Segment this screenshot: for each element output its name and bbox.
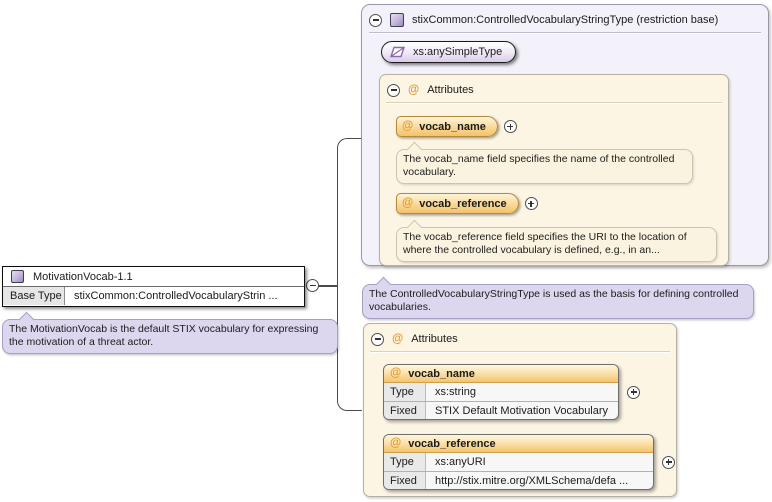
base-type-row: Base Type stixCommon:ControlledVocabular…: [3, 287, 304, 305]
attributes-group-title: Attributes: [427, 84, 474, 96]
complex-type-icon: [11, 270, 24, 283]
base-type-value: stixCommon:ControlledVocabularyStrin ...: [74, 290, 278, 302]
collapse-attributes-button[interactable]: [387, 83, 400, 97]
attribute-name: vocab_reference: [419, 197, 507, 210]
base-type-annotation-text: The ControlledVocabularyStringType is us…: [369, 288, 739, 313]
attribute-table-row: @ vocab_name Type xs:string Fixed STIX D…: [383, 364, 640, 420]
attribute-chip-vocab-reference[interactable]: @ vocab_reference: [396, 193, 519, 214]
base-type-pill[interactable]: xs:anySimpleType: [381, 41, 517, 63]
table-row: Type xs:anyURI: [384, 453, 653, 471]
element-node-title-row[interactable]: MotivationVocab-1.1: [3, 267, 304, 287]
simple-type-icon: [390, 46, 405, 58]
attribute-table-vocab-reference[interactable]: @ vocab_reference Type xs:anyURI Fixed h…: [383, 434, 654, 490]
row-label: Fixed: [384, 402, 426, 419]
base-type-pill-label: xs:anySimpleType: [413, 46, 503, 58]
attribute-table-header: @ vocab_name: [384, 365, 618, 383]
collapse-attributes-button[interactable]: [371, 332, 384, 346]
element-annotation-text: The MotivationVocab is the default STIX …: [9, 323, 319, 348]
attribute-at-icon: @: [408, 83, 420, 96]
attribute-at-icon: @: [390, 437, 402, 449]
row-label: Type: [384, 453, 426, 471]
attributes-group-header: @ Attributes: [387, 82, 474, 98]
row-label: Fixed: [384, 472, 426, 489]
restriction-panel-title: stixCommon:ControlledVocabularyStringTyp…: [412, 14, 719, 26]
attribute-annotation-text: The vocab_name field specifies the name …: [403, 153, 675, 178]
attribute-annotation: The vocab_reference field specifies the …: [396, 219, 717, 262]
row-value: STIX Default Motivation Vocabulary: [435, 404, 609, 417]
attribute-table-header: @ vocab_reference: [384, 435, 653, 453]
element-node[interactable]: MotivationVocab-1.1 Base Type stixCommon…: [2, 266, 305, 307]
expand-attribute-button[interactable]: [503, 120, 517, 133]
attribute-annotation-text: The vocab_reference field specifies the …: [403, 231, 687, 256]
table-row: Type xs:string: [384, 383, 618, 401]
row-label: Type: [384, 383, 426, 401]
attribute-table-row: @ vocab_reference Type xs:anyURI Fixed h…: [383, 434, 675, 490]
attribute-at-icon: @: [392, 332, 404, 345]
header-separator: [370, 351, 670, 352]
expand-attribute-button[interactable]: [662, 455, 675, 469]
row-value: http://stix.mitre.org/XMLSchema/defa ...: [435, 474, 629, 487]
inherited-attributes-group: @ Attributes @ vocab_name The vocab_name…: [379, 74, 729, 266]
attribute-name: vocab_name: [419, 120, 486, 133]
complex-type-icon: [390, 13, 404, 27]
connector-line: [318, 285, 338, 287]
element-annotation: The MotivationVocab is the default STIX …: [2, 311, 338, 354]
expand-attribute-button[interactable]: [524, 197, 538, 210]
base-type-annotation: The ControlledVocabularyStringType is us…: [362, 276, 754, 319]
row-value: xs:anyURI: [435, 456, 486, 468]
attribute-name: vocab_reference: [408, 437, 496, 450]
attribute-at-icon: @: [402, 120, 414, 132]
local-attributes-panel: @ Attributes @ vocab_name Type xs:string…: [363, 323, 677, 497]
header-separator: [369, 32, 761, 33]
header-separator: [386, 102, 722, 103]
table-row: Fixed STIX Default Motivation Vocabulary: [384, 401, 618, 419]
attribute-at-icon: @: [390, 367, 402, 379]
base-type-label: Base Type: [3, 287, 65, 305]
attributes-panel-header: @ Attributes: [371, 331, 458, 347]
attribute-annotation: The vocab_name field specifies the name …: [396, 141, 693, 184]
restriction-base-panel: stixCommon:ControlledVocabularyStringTyp…: [361, 4, 769, 266]
restriction-panel-header: stixCommon:ControlledVocabularyStringTyp…: [369, 12, 718, 28]
element-node-title: MotivationVocab-1.1: [33, 270, 133, 283]
attributes-panel-title: Attributes: [411, 333, 458, 345]
attribute-at-icon: @: [402, 197, 414, 209]
table-row: Fixed http://stix.mitre.org/XMLSchema/de…: [384, 471, 653, 489]
attribute-table-vocab-name[interactable]: @ vocab_name Type xs:string Fixed STIX D…: [383, 364, 619, 420]
connector-bracket: [337, 138, 362, 411]
attribute-row: @ vocab_name: [396, 116, 517, 137]
row-value: xs:string: [435, 386, 476, 398]
expand-attribute-button[interactable]: [627, 385, 640, 399]
collapse-connector-button[interactable]: [306, 279, 319, 292]
attribute-name: vocab_name: [408, 367, 475, 380]
collapse-panel-button[interactable]: [369, 13, 382, 27]
attribute-chip-vocab-name[interactable]: @ vocab_name: [396, 116, 498, 137]
attribute-row: @ vocab_reference: [396, 193, 538, 214]
